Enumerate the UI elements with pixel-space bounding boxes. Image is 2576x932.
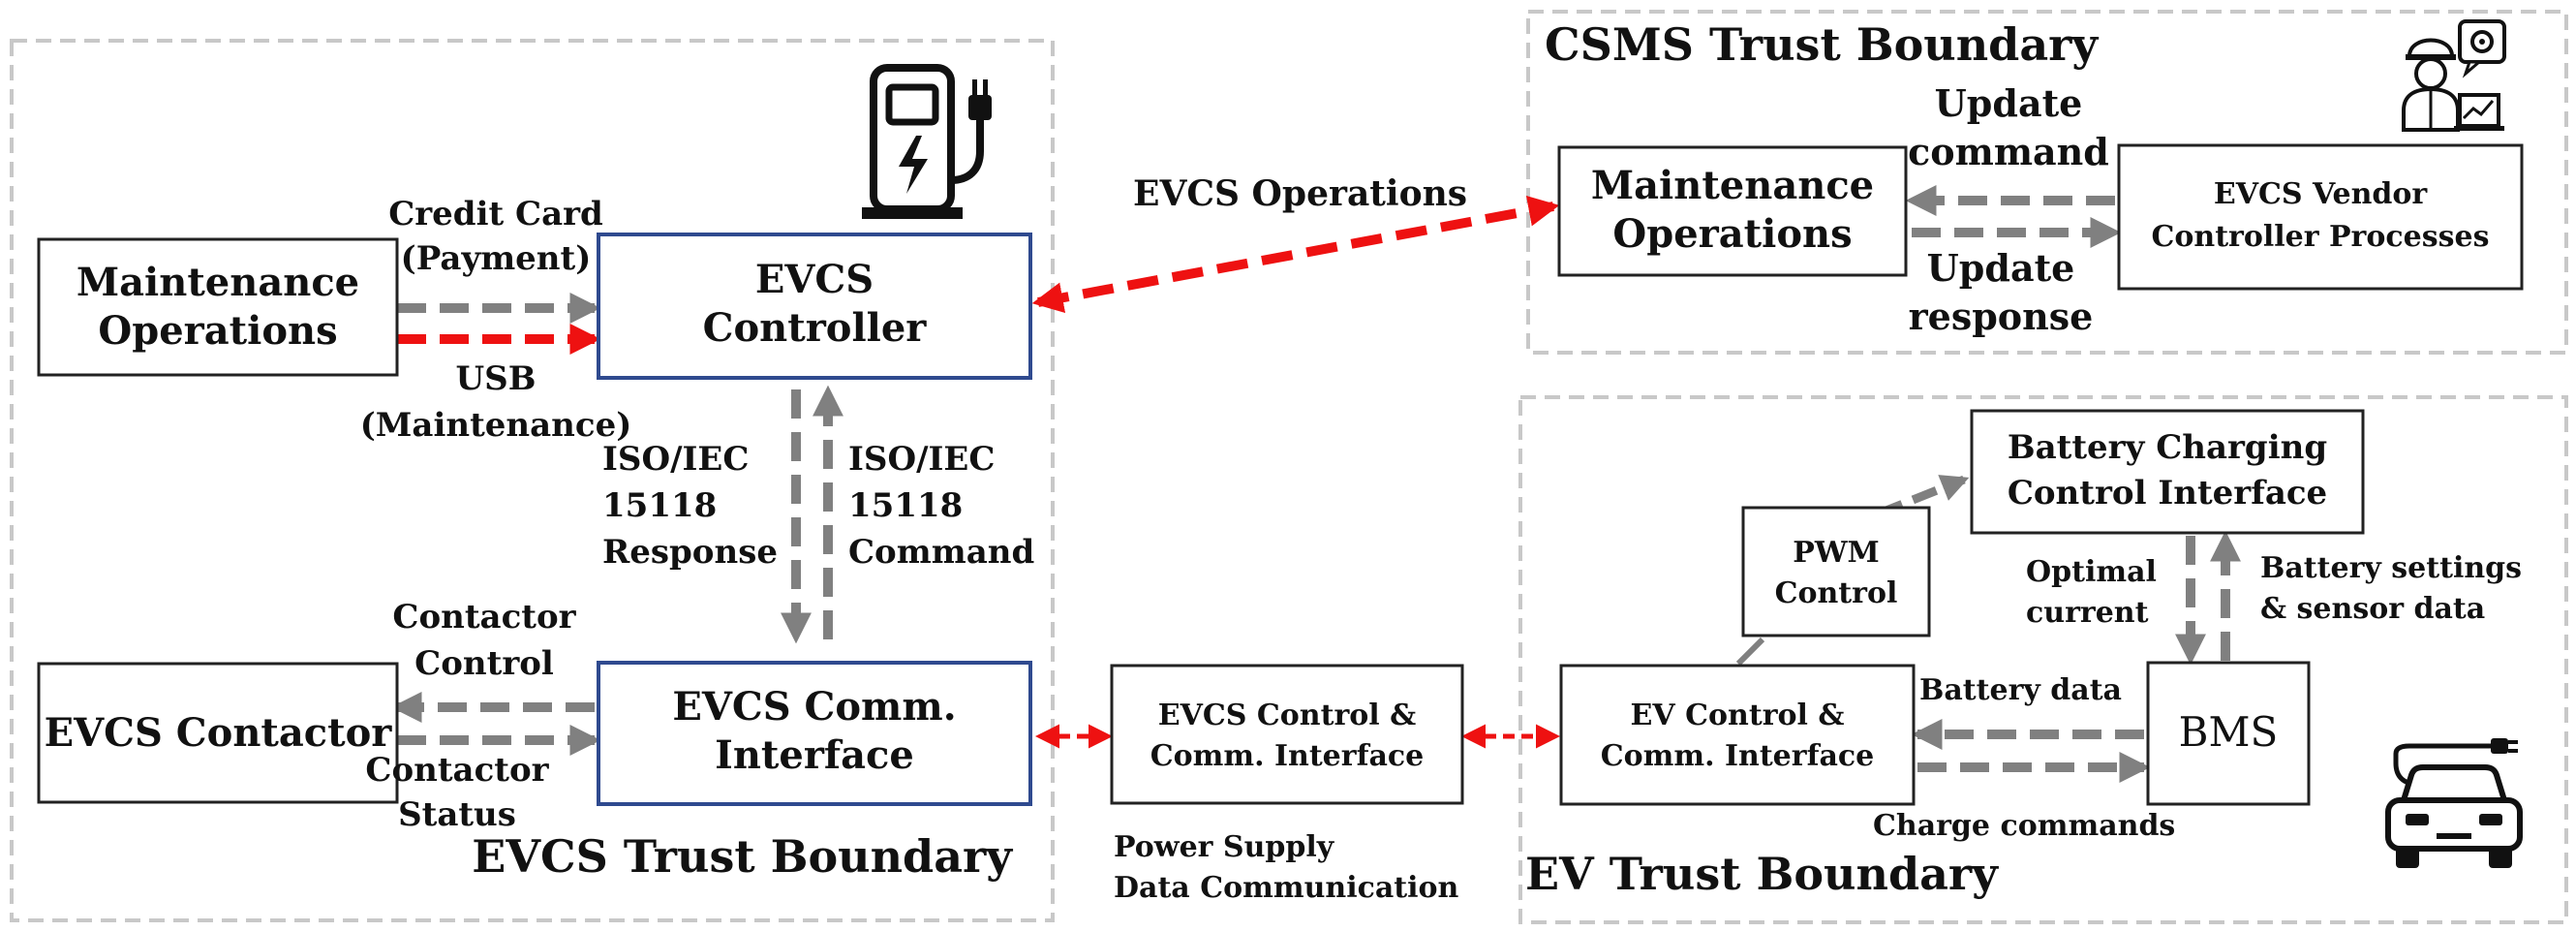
svg-text:Control: Control <box>414 644 554 683</box>
svg-text:Interface: Interface <box>715 732 914 778</box>
svg-text:command: command <box>1908 130 2109 173</box>
svg-text:Operations: Operations <box>1612 211 1852 257</box>
svg-text:EV Control &: EV Control & <box>1631 699 1845 732</box>
svg-text:Command: Command <box>848 533 1034 572</box>
svg-text:EVCS Vendor: EVCS Vendor <box>2214 177 2429 211</box>
electric-car-icon <box>2385 738 2523 868</box>
svg-text:current: current <box>2026 596 2149 630</box>
label-power-supply: Power Supply Data Communication <box>1114 830 1459 905</box>
ev-boundary-title: EV Trust Boundary <box>1525 848 1999 900</box>
label-update-command: Update command <box>1908 81 2109 173</box>
svg-text:EVCS Contactor: EVCS Contactor <box>45 710 393 756</box>
box-evcs-controller: EVCS Controller <box>597 233 1032 380</box>
box-evcs-comm-interface: EVCS Comm. Interface <box>597 661 1032 806</box>
svg-text:Power Supply: Power Supply <box>1114 830 1335 864</box>
label-contactor-control: Contactor Control <box>392 598 576 683</box>
label-optimal-current: Optimal current <box>2026 555 2157 630</box>
svg-text:Battery Charging: Battery Charging <box>2008 428 2327 467</box>
svg-text:(Payment): (Payment) <box>401 239 592 278</box>
ev-trust-boundary: EV Trust Boundary <box>1518 395 2568 924</box>
label-charge-commands: Charge commands <box>1873 809 2175 843</box>
link-ev-to-pwm <box>1735 637 1765 667</box>
svg-text:Maintenance: Maintenance <box>77 260 359 305</box>
svg-text:Controller Processes: Controller Processes <box>2152 220 2490 254</box>
box-pwm-control: PWM Control <box>1741 506 1931 637</box>
box-evcs-control-comm-interface: EVCS Control & Comm. Interface <box>1110 664 1464 805</box>
svg-text:Operations: Operations <box>98 308 337 354</box>
arrow-evcs-operations <box>1031 195 1560 314</box>
box-battery-charging-control-interface: Battery Charging Control Interface <box>1970 409 2365 535</box>
svg-text:Credit Card: Credit Card <box>388 195 603 233</box>
svg-text:Control Interface: Control Interface <box>2008 474 2327 513</box>
svg-text:response: response <box>1909 295 2094 338</box>
svg-text:Optimal: Optimal <box>2026 555 2157 589</box>
engineer-icon <box>2402 19 2506 132</box>
svg-text:EVCS Control &: EVCS Control & <box>1158 699 1416 732</box>
csms-boundary-title: CSMS Trust Boundary <box>1545 18 2099 71</box>
svg-text:Status: Status <box>398 795 516 834</box>
ev-charger-icon <box>862 64 992 219</box>
svg-text:Update: Update <box>1935 81 2083 125</box>
svg-text:Control: Control <box>1775 576 1898 610</box>
svg-text:15118: 15118 <box>602 486 717 525</box>
csms-trust-boundary: CSMS Trust Boundary <box>1526 10 2568 355</box>
svg-text:Update: Update <box>1927 246 2075 290</box>
box-bms: BMS <box>2146 661 2311 806</box>
svg-text:USB: USB <box>456 359 537 398</box>
box-maintenance-operations-evcs: Maintenance Operations <box>37 237 399 377</box>
label-battery-data: Battery data <box>1919 673 2122 707</box>
label-evcs-operations: EVCS Operations <box>1133 173 1467 214</box>
label-update-response: Update response <box>1909 246 2094 338</box>
svg-text:Comm. Interface: Comm. Interface <box>1601 739 1875 773</box>
svg-text:Data Communication: Data Communication <box>1114 871 1459 905</box>
svg-text:Comm. Interface: Comm. Interface <box>1150 739 1425 773</box>
svg-text:(Maintenance): (Maintenance) <box>360 406 632 445</box>
svg-text:Contactor: Contactor <box>365 751 549 790</box>
svg-text:& sensor data: & sensor data <box>2260 592 2485 626</box>
label-iso-command: ISO/IEC 15118 Command <box>848 440 1034 572</box>
label-iso-response: ISO/IEC 15118 Response <box>602 440 778 572</box>
svg-text:Response: Response <box>602 533 778 572</box>
svg-text:ISO/IEC: ISO/IEC <box>848 440 995 479</box>
box-evcs-vendor-controller-processes: EVCS Vendor Controller Processes <box>2117 143 2524 291</box>
svg-text:ISO/IEC: ISO/IEC <box>602 440 749 479</box>
svg-text:EVCS: EVCS <box>755 257 874 302</box>
svg-text:Controller: Controller <box>703 305 928 351</box>
svg-text:PWM: PWM <box>1793 536 1879 570</box>
box-maintenance-operations-csms: Maintenance Operations <box>1557 145 1908 277</box>
evcs-trust-boundary: EVCS Trust Boundary <box>10 39 1055 922</box>
label-usb: USB (Maintenance) <box>360 359 632 445</box>
svg-text:15118: 15118 <box>848 486 963 525</box>
svg-text:BMS: BMS <box>2179 708 2279 756</box>
label-contactor-status: Contactor Status <box>365 751 549 834</box>
box-ev-control-comm-interface: EV Control & Comm. Interface <box>1559 664 1916 806</box>
svg-text:Battery settings: Battery settings <box>2260 551 2522 585</box>
label-battery-settings: Battery settings & sensor data <box>2260 551 2522 626</box>
svg-text:EVCS Comm.: EVCS Comm. <box>672 684 956 730</box>
svg-text:Maintenance: Maintenance <box>1591 163 1874 208</box>
evcs-boundary-title: EVCS Trust Boundary <box>472 830 1013 883</box>
svg-text:Contactor: Contactor <box>392 598 576 637</box>
box-evcs-contactor: EVCS Contactor <box>37 662 399 804</box>
label-credit-card: Credit Card (Payment) <box>388 195 603 278</box>
